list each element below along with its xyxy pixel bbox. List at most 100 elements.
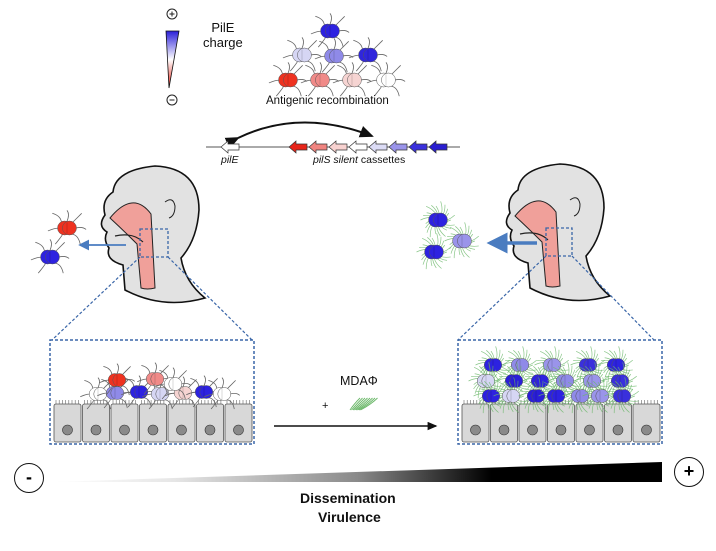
phage-filament (352, 397, 366, 411)
expelled-bacterium (452, 233, 472, 249)
pile-gene-label: pilE (221, 154, 239, 166)
charge-gradient-wedge (165, 30, 180, 89)
pils-cassette-arrow (328, 140, 348, 154)
recombination-bacterium (314, 38, 354, 73)
pils-cassette-arrow (428, 140, 448, 154)
pils-cassette-arrow (368, 140, 388, 154)
charge-legend (165, 8, 180, 106)
biofilm-bacterium (582, 374, 602, 388)
expelled-bacterium (424, 244, 444, 260)
expelled-bacterium (30, 239, 70, 274)
epithelial-cell (604, 403, 632, 443)
plus-circle-icon: + (674, 457, 704, 487)
recombination-bacteria-group (268, 13, 406, 97)
left-epithelium-panel (49, 339, 255, 445)
pils-cassette-arrow (408, 140, 428, 154)
cell-nucleus (176, 424, 187, 436)
plus-symbol: + (683, 461, 695, 481)
mda-phage-icon (349, 397, 378, 411)
dissemination-label: Dissemination (300, 490, 396, 506)
epithelial-cell (139, 403, 167, 443)
legend-title-line2: charge (203, 35, 243, 50)
phage-filament (355, 397, 371, 411)
recombination-arrow (224, 121, 374, 149)
epithelial-cell (224, 403, 253, 443)
epithelial-cell (490, 403, 518, 443)
recombination-label: Antigenic recombination (266, 95, 389, 107)
left-expelled-bacteria (30, 210, 87, 274)
epithelial-cell (167, 403, 196, 443)
cell-nucleus (470, 424, 481, 436)
epithelial-cell (53, 403, 82, 443)
biofilm-bacterium (555, 374, 575, 388)
legend-title-line1: PilE (211, 20, 235, 35)
right-expelled-bacteria (416, 201, 479, 270)
epithelial-cell (82, 403, 110, 443)
colonizing-bacterium (142, 377, 179, 410)
recombination-bacterium (348, 37, 388, 72)
colonizing-bacterium (204, 377, 241, 410)
recombination-bacterium (282, 37, 322, 72)
cell-nucleus (119, 424, 130, 436)
recombination-bacterium (300, 62, 340, 97)
recombination-bacterium (310, 13, 350, 48)
left-zoom-connectors (51, 228, 253, 341)
biofilm-bacterium (481, 389, 501, 403)
recombination-bacterium (332, 62, 372, 97)
cell-nucleus (584, 424, 595, 436)
epithelial-cell (518, 403, 547, 443)
mda-plus-sign: + (322, 400, 329, 412)
epithelial-cell (632, 403, 661, 443)
right-epithelium-panel (457, 339, 663, 445)
cell-nucleus (641, 424, 652, 436)
biofilm-bacterium (476, 374, 496, 388)
biofilm-bacterium (501, 389, 521, 403)
biofilm-bacterium (546, 389, 566, 403)
mda-label: MDAΦ (340, 374, 378, 388)
virulence-label: Virulence (318, 509, 381, 525)
legend-title: PilE charge (203, 20, 243, 50)
phage-filament (360, 397, 378, 411)
epithelial-cell (110, 403, 139, 443)
epithelial-cell (461, 403, 490, 443)
biofilm-bacterium (570, 389, 590, 403)
recombination-bacterium (366, 62, 406, 97)
cell-nucleus (204, 424, 216, 436)
biofilm-bacterium (526, 389, 546, 403)
phage-filament (349, 397, 361, 411)
pils-cassette-arrow (288, 140, 308, 154)
cell-nucleus (555, 424, 567, 436)
phage-filament (357, 397, 373, 411)
left-head-silhouette (100, 165, 207, 304)
pils-cassette-arrow (388, 140, 408, 154)
biofilm-bacterium (612, 389, 632, 403)
cell-nucleus (527, 424, 538, 436)
cell-nucleus (90, 424, 102, 436)
minus-symbol: - (26, 467, 32, 487)
colonizing-bacterium (99, 363, 136, 396)
expelled-bacterium (47, 210, 87, 245)
right-epithelium (457, 339, 663, 445)
biofilm-bacterium (483, 358, 503, 372)
phage-filament (358, 397, 376, 411)
cell-nucleus (62, 424, 73, 436)
cell-nucleus (233, 424, 244, 436)
pile-gene-arrow (220, 140, 240, 154)
biofilm-bacterium (542, 358, 562, 372)
biofilm-bacterium (578, 358, 598, 372)
right-head-silhouette (505, 163, 612, 302)
colonizing-bacterium (155, 367, 192, 400)
colonizing-bacterium (80, 377, 117, 410)
gene-locus (220, 140, 448, 154)
expelled-bacterium (428, 212, 448, 228)
phage-filament (354, 397, 368, 411)
pils-italic-text: pilS silent (313, 154, 358, 166)
cell-nucleus (147, 424, 159, 436)
dissemination-gradient-bar (52, 462, 662, 482)
biofilm-bacterium (606, 358, 626, 372)
biofilm-bacterium (590, 389, 610, 403)
pils-rest-text: cassettes (357, 154, 406, 166)
cell-nucleus (498, 424, 510, 436)
